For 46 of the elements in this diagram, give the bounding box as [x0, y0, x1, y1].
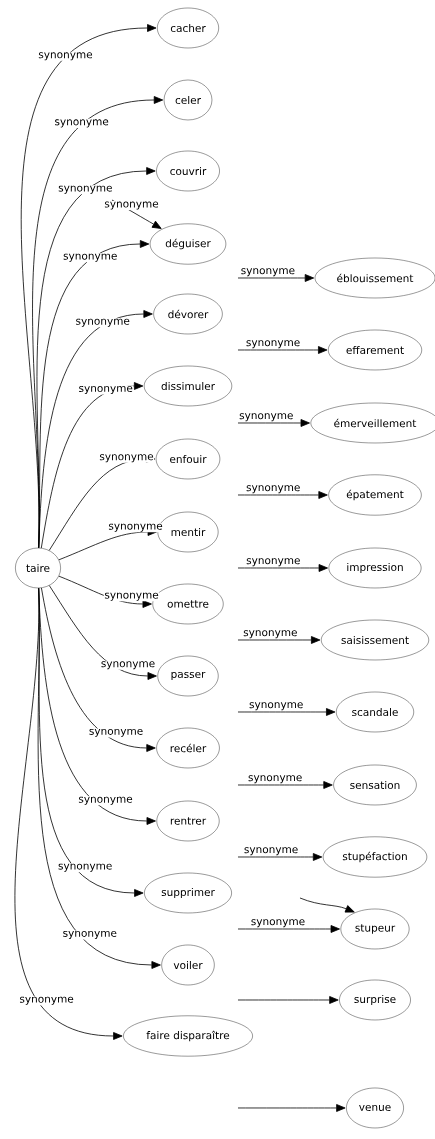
arrow	[111, 199, 162, 229]
edge-label: synonyme	[103, 201, 160, 211]
edge-label: synonyme	[62, 930, 118, 940]
edge-label: synonyme	[242, 629, 298, 639]
edge-label: synonyme	[103, 592, 160, 602]
edge-label: synonyme	[100, 660, 156, 670]
edge-label: synonyme	[247, 774, 303, 784]
edge-label: synonyme	[107, 523, 164, 533]
arrow	[237, 564, 328, 572]
edge-label: synonyme	[245, 339, 301, 349]
arrow	[41, 587, 156, 752]
edge-label: synonyme	[57, 863, 113, 873]
edge-label: synonyme	[248, 701, 304, 711]
arrow	[237, 708, 336, 716]
arrow	[237, 274, 315, 282]
arrow	[237, 781, 333, 789]
arrow	[237, 1104, 346, 1112]
arrow	[237, 346, 328, 354]
arrow	[237, 853, 323, 861]
edge-label: synonyme	[77, 796, 134, 806]
edge-label: synonyme	[240, 267, 296, 277]
edge-label: synonyme	[75, 318, 131, 328]
edge-label: synonyme	[243, 846, 299, 856]
edge-label: synonyme	[250, 918, 306, 928]
edge-label: synonyme	[78, 385, 134, 395]
edge-label: synonyme	[98, 453, 155, 463]
arrow	[38, 310, 153, 549]
edge-label: synonyme	[245, 557, 301, 567]
arrow	[58, 575, 152, 608]
arrow	[237, 491, 328, 499]
edge-label: synonyme	[238, 412, 294, 422]
edge-label: synonyme	[62, 253, 118, 263]
arrow	[237, 996, 339, 1004]
arrow	[237, 925, 340, 933]
edge-label: synonyme	[245, 484, 301, 494]
edge-label: synonyme	[88, 728, 144, 738]
arrow	[14, 587, 123, 1040]
edge-label: synonyme	[18, 996, 75, 1006]
arrow	[299, 897, 355, 913]
arrow	[40, 382, 144, 549]
arrow	[48, 585, 157, 680]
arrow	[237, 419, 310, 427]
edge-label: synonyme	[53, 118, 110, 128]
edge-label: synonyme	[57, 185, 113, 195]
arrow	[237, 636, 321, 644]
edge-label: synonyme	[37, 51, 94, 61]
